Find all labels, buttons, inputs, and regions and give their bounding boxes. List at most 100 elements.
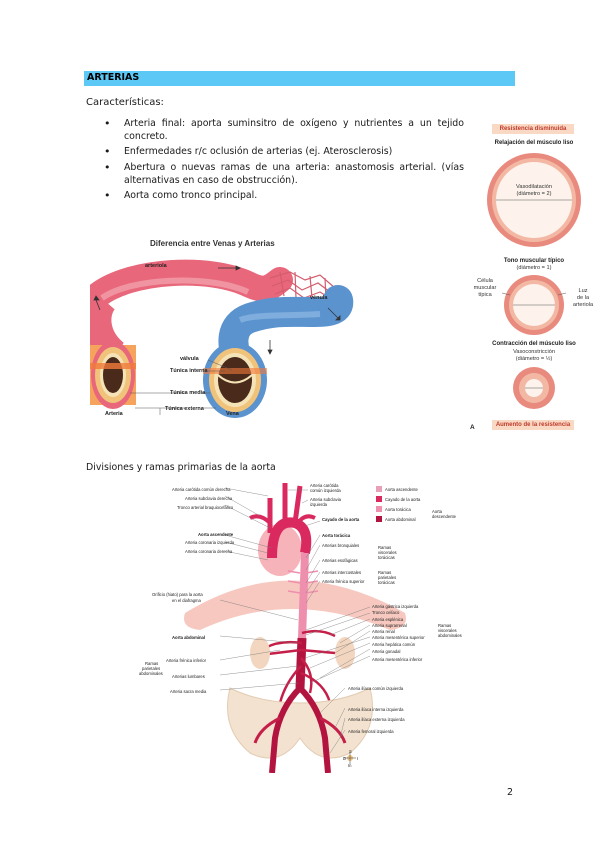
aorta-right-label: Arteria ilíaca externa izquierda: [348, 717, 405, 722]
tunica-externa-label: Túnica externa: [165, 406, 204, 412]
aorta-right-label: Tronco celíaco: [372, 610, 400, 615]
aorta-left-label: Arteria coronaria izquierda: [185, 540, 235, 545]
aorta-illustration: [184, 483, 406, 773]
aorta-top-label: izquierda: [310, 502, 327, 507]
aorta-figure-title: Divisiones y ramas primarias de la aorta: [86, 462, 276, 473]
tunica-media-label: Túnica media: [170, 390, 206, 396]
cell-label-3: típica: [478, 292, 492, 298]
abdominal-group-label: Ramas: [438, 623, 452, 628]
aorta-right-label: Arteria gástrica izquierda: [372, 604, 419, 609]
legend-label: Aorta abdominal: [385, 517, 416, 522]
cell-label-2: muscular: [473, 285, 497, 291]
aorta-top-label: Cayado de la aorta: [322, 517, 360, 522]
aorta-top-label: Aorta torácica: [322, 533, 351, 538]
panel-letter: A: [470, 424, 475, 431]
aorta-left-label: Tronco arterial braquiocefálico: [177, 505, 234, 510]
legend-label: Aorta ascendente: [385, 487, 418, 492]
bullet-item: Aorta como tronco principal.: [104, 189, 464, 202]
lumen-label-1: Luz: [578, 288, 588, 294]
legend-label: Aorta torácica: [385, 507, 411, 512]
vessels-illustration: [90, 259, 354, 418]
aorta-right-label: Arteria gonadal: [372, 649, 401, 654]
characteristics-list: Arteria final: aporta suminsitro de oxíg…: [104, 117, 464, 204]
thoracic-group-label: torácicas: [378, 580, 395, 585]
lumen-label-3: arteriola: [572, 302, 594, 308]
compass-letter: I: [357, 756, 359, 761]
thoracic-group-label: viscerales: [378, 550, 397, 555]
abdominal-group-label: viscerales: [438, 628, 457, 633]
characteristics-label: Características:: [86, 97, 164, 108]
compass-letter: In: [348, 763, 352, 768]
aorta-right-label: Arteria mesentérica superior: [372, 635, 425, 640]
aorta-right-label: Arteria ilíaca interna izquierda: [348, 707, 404, 712]
tone-title: Tono muscular típico: [503, 258, 565, 264]
aorta-top-label: Arteria carótida: [310, 483, 339, 488]
valvula-label: válvula: [180, 356, 199, 362]
legend-group-label: Aorta: [432, 509, 443, 514]
aorta-left-label: Arteria sacra media: [170, 689, 207, 694]
tunica-interna-label: Túnica interna: [170, 368, 208, 374]
legend-label: Cayado de la aorta: [385, 497, 421, 502]
aorta-top-label: común izquierda: [310, 488, 341, 493]
thoracic-group-label: Ramas: [378, 545, 392, 550]
aorta-left-label: Arteria carótida común derecha: [172, 487, 231, 492]
lumen-label-2: de la: [576, 295, 590, 301]
typical-tone-ring: [502, 275, 566, 335]
resistance-decreased-box: Resistencia disminuida: [492, 124, 574, 134]
aorta-right-label: Arteria hepática común: [372, 642, 416, 647]
aorta-right-label: Arteria esplénica: [372, 617, 404, 622]
venula-label: vénula: [310, 295, 328, 301]
compass-icon: [344, 752, 356, 764]
vasoconstriction-diameter: (diámetro = ½): [515, 356, 553, 362]
resistance-increased-box: Aumento de la resistencia: [492, 420, 574, 430]
aorta-left-label: en el diafragma: [172, 598, 201, 603]
bullet-item: Arteria final: aporta suminsitro de oxíg…: [104, 117, 464, 143]
aorta-left-label: Aorta ascendente: [198, 532, 234, 537]
aorta-left-label: Arteria coronaria derecha: [185, 549, 233, 554]
vena-label: Vena: [226, 411, 239, 417]
section-header-bar: ARTERIAS: [84, 71, 515, 86]
section-title: ARTERIAS: [87, 72, 140, 83]
aorta-right-label: Arteria mesentérica inferior: [372, 657, 423, 662]
vasoconstriction-ring: [513, 367, 555, 409]
aorta-left-group: Ramas: [145, 661, 159, 666]
vasoconstriction-label: Vasoconstricción: [513, 349, 555, 355]
bullet-item: Enfermedades r/c oclusión de arterias (e…: [104, 145, 464, 158]
aorta-left-label: Orificio (hiato) para la aorta: [152, 592, 203, 597]
aorta-top-label: Arterias bronquiales: [322, 543, 360, 548]
legend-swatch: [376, 506, 382, 512]
aorta-left-label: Arteria subclavia derecha: [185, 496, 233, 501]
legend-swatch: [376, 496, 382, 502]
aorta-left-group: abdominales: [139, 671, 163, 676]
abdominal-group-label: abdominales: [438, 633, 462, 638]
aorta-left-label: Arterias lumbares: [172, 674, 205, 679]
aorta-right-label: Arteria suprarrenal: [372, 623, 407, 628]
aorta-top-label: Arteria frénica superior: [322, 579, 365, 584]
aorta-top-label: Arteria subclavia: [310, 497, 341, 502]
vessels-figure-title: Diferencia entre Venas y Arterias: [150, 239, 275, 248]
legend-group-label: descendente: [432, 514, 456, 519]
thoracic-group-label: parietales: [378, 575, 397, 580]
aorta-right-label: Arteria ilíaca común izquierda: [348, 686, 404, 691]
contraction-title: Contracción del músculo liso: [492, 341, 576, 347]
vasodilation-label: Vasodilatación: [516, 184, 552, 190]
aorta-right-label: Arteria renal: [372, 629, 395, 634]
compass-letter: S: [349, 749, 352, 754]
relaxation-title: Relajación del músculo liso: [494, 140, 574, 146]
vasodilation-ring: [487, 153, 581, 247]
thoracic-group-label: torácicas: [378, 555, 395, 560]
thoracic-group-label: Ramas: [378, 570, 392, 575]
legend-swatch: [376, 486, 382, 492]
aorta-right-label: Arteria femoral izquierda: [348, 729, 394, 734]
vasodilation-diameter: (diámetro = 2): [516, 191, 552, 197]
arteria-label: Arteria: [105, 411, 123, 417]
aorta-left-group: parietales: [142, 666, 161, 671]
bullet-item: Abertura o nuevas ramas de una arteria: …: [104, 161, 464, 187]
aorta-left-label: Aorta abdominal: [172, 635, 206, 640]
tone-diameter: (diámetro = 1): [516, 265, 552, 271]
page-number: 2: [507, 787, 514, 798]
compass-letter: D: [343, 756, 347, 761]
arteriola-label: arteriola: [145, 263, 167, 269]
cell-label-1: Célula: [477, 278, 493, 284]
aorta-top-label: Arterias esofágicas: [322, 558, 358, 563]
